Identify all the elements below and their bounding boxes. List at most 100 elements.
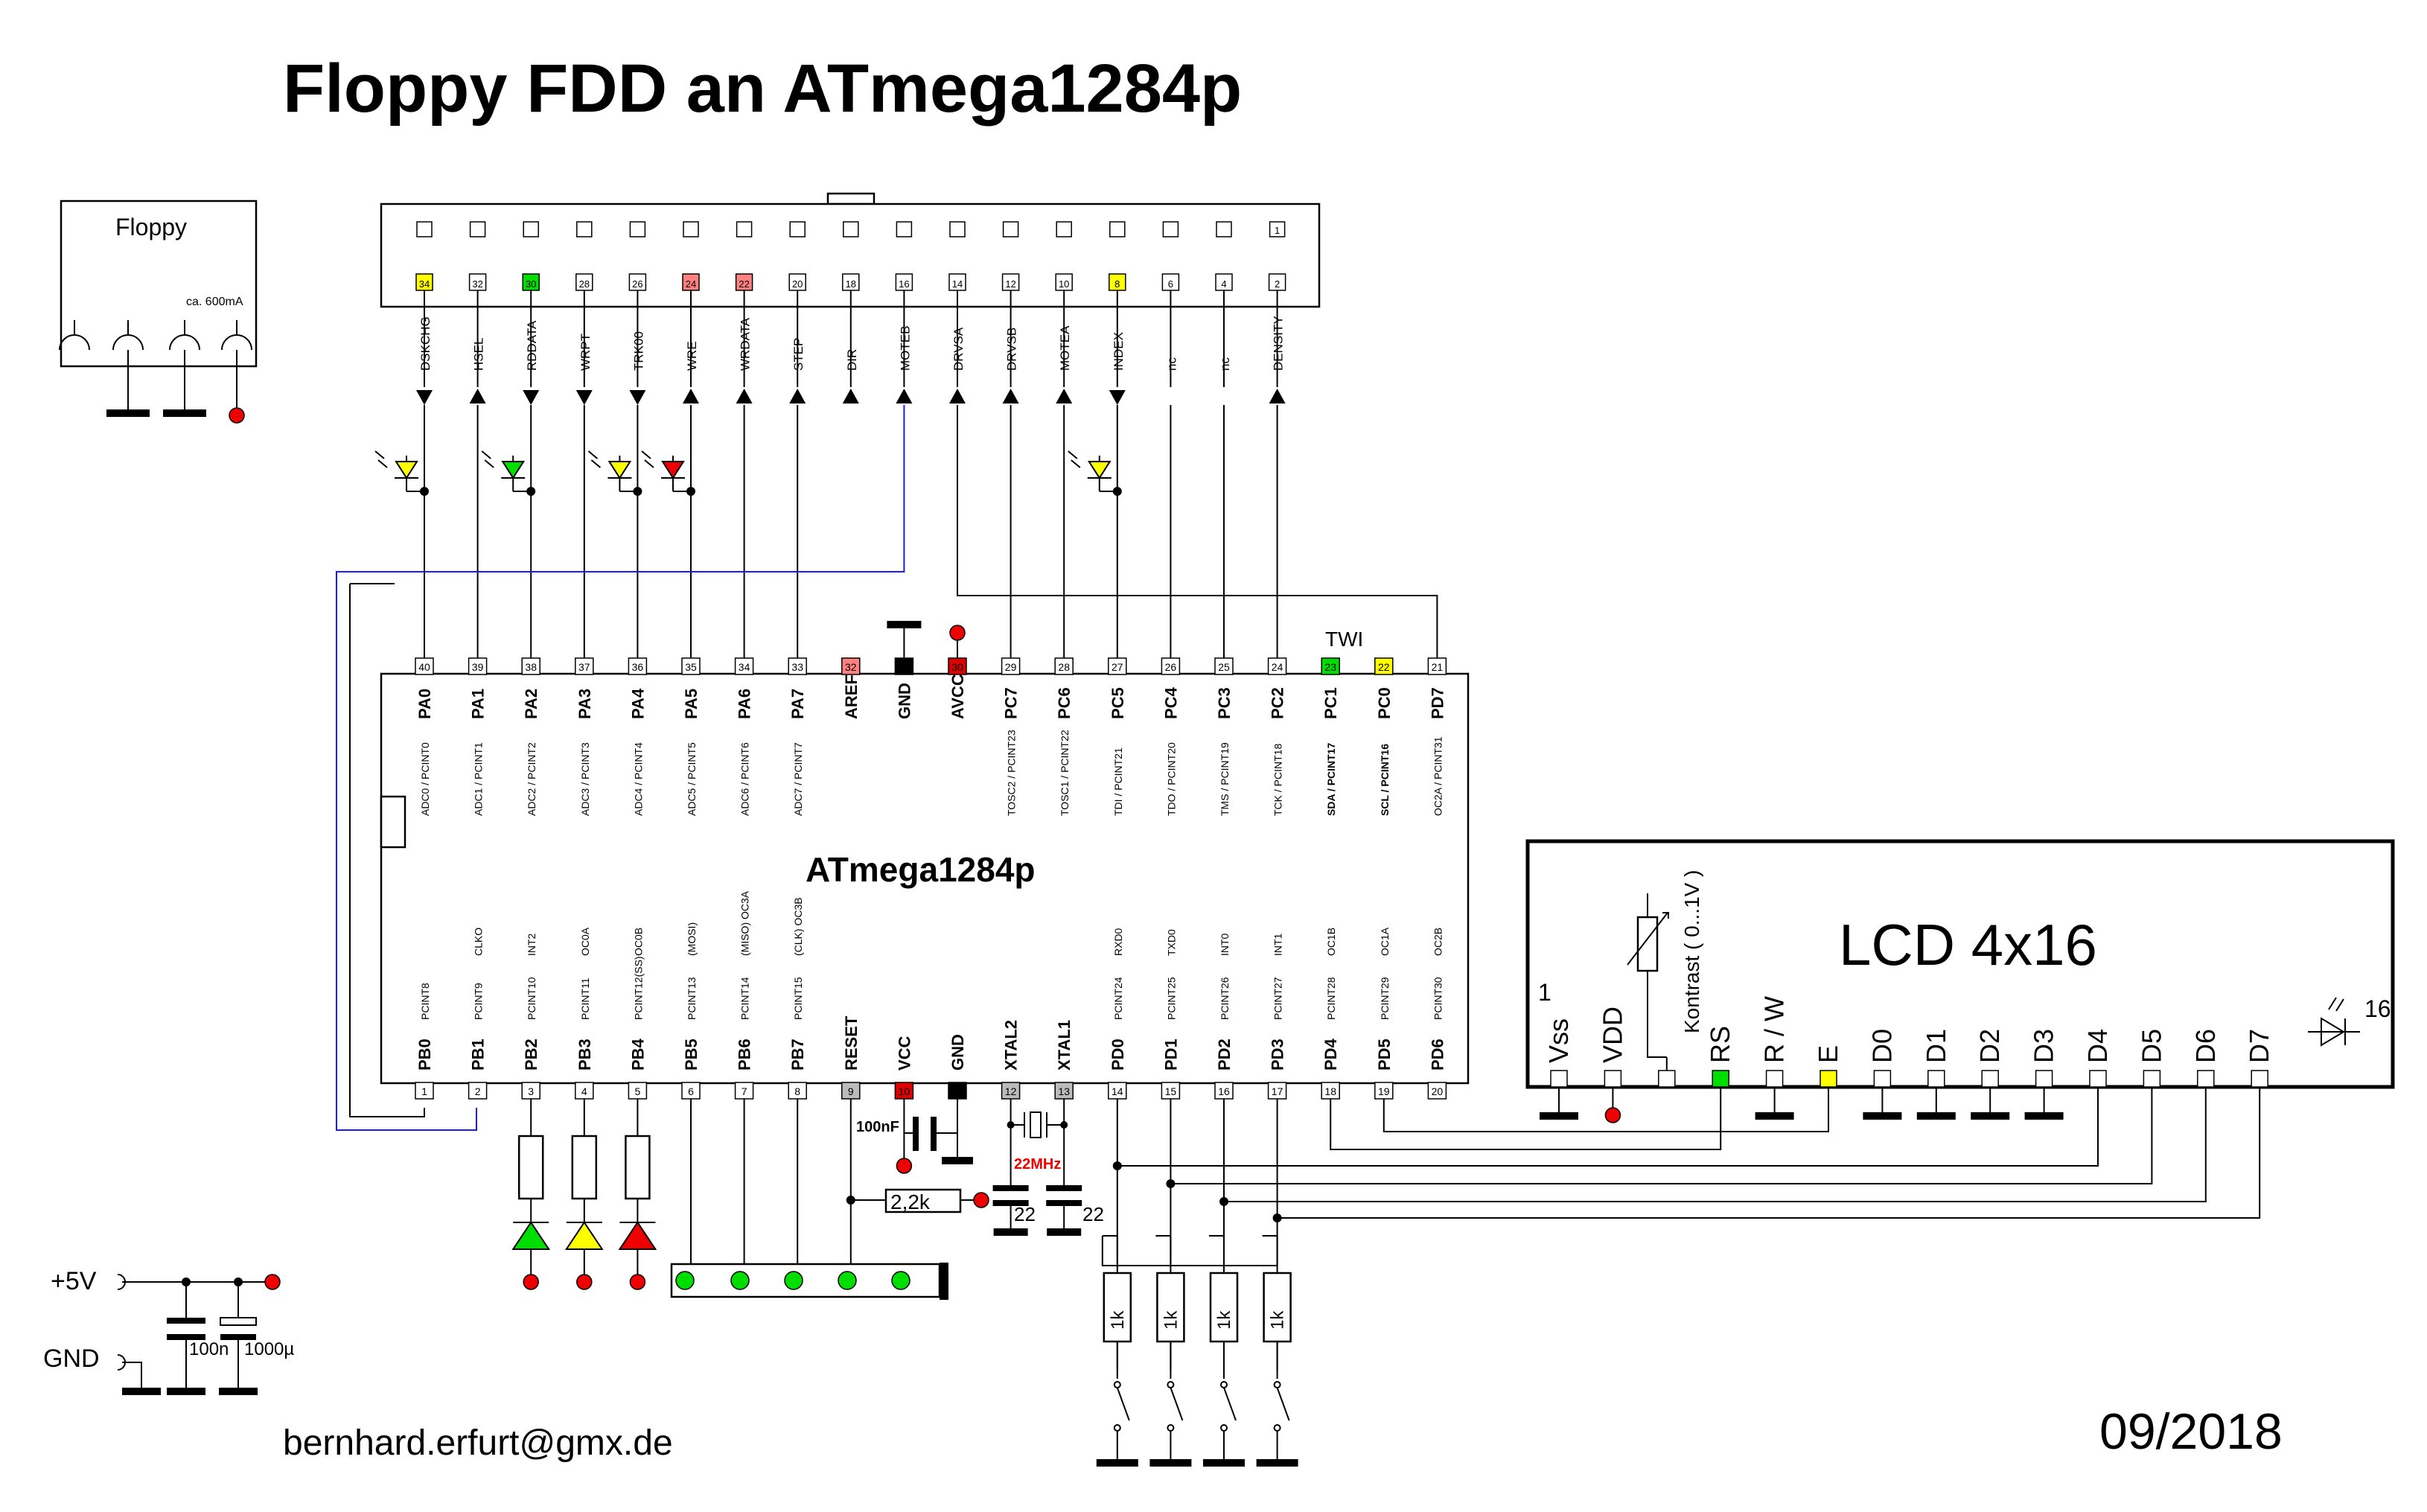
isp-pin-icon — [891, 1271, 910, 1290]
junction-dot — [1272, 1213, 1282, 1222]
mcu-pin-number: 36 — [632, 661, 644, 673]
mcu-pin-alt2: OC0A — [579, 927, 591, 956]
mcu-pin-name: PC3 — [1215, 687, 1234, 719]
junction-dot — [633, 487, 642, 496]
button-contact — [1220, 1424, 1228, 1432]
lcd-pin-name: E — [1813, 1045, 1843, 1063]
power-supply: +5V GND 100n 1000µ — [43, 1267, 294, 1373]
supply-terminal-icon — [117, 1274, 126, 1290]
mcu-pin — [1427, 1082, 1447, 1100]
connector-pin-number: 18 — [846, 278, 856, 290]
signal-in-arrow-icon — [842, 389, 859, 403]
mcu-pin-number: 34 — [739, 661, 750, 673]
mcu-pin-name: PD3 — [1269, 1039, 1287, 1071]
ground-symbol-icon — [1863, 1112, 1902, 1120]
supply-vcc-icon — [264, 1274, 281, 1290]
led-light-icon — [641, 450, 654, 468]
mcu-pin-name: PC4 — [1161, 686, 1180, 719]
mcu-pin-alt2: INT1 — [1272, 933, 1284, 956]
mcu-pin-number: 14 — [1112, 1085, 1123, 1097]
pullup-label: 1k — [1161, 1310, 1181, 1330]
isp-pin-icon — [784, 1271, 803, 1290]
mcu-pin-alt: PCINT14 — [739, 977, 751, 1020]
mcu-pin-number: 28 — [1058, 661, 1070, 673]
mcu-pin-name: PC5 — [1109, 687, 1127, 719]
pullup-resistor-icon — [1263, 1272, 1292, 1343]
connector-signal-label: DRVSA — [951, 327, 966, 371]
connector-signal-label: DSKCHG — [418, 316, 433, 371]
connector-pin-number: 16 — [899, 278, 909, 290]
button-contact — [1220, 1381, 1228, 1388]
floppy-current-label: ca. 600mA — [186, 296, 243, 308]
ground-symbol-icon — [942, 1157, 973, 1164]
cap-plate — [992, 1185, 1029, 1191]
junction-dot — [1112, 1161, 1122, 1170]
mcu-pin — [1321, 657, 1340, 675]
connector-pin-number: 10 — [1059, 278, 1069, 290]
floppy-power-connector: Floppy ca. 600mA — [59, 200, 258, 368]
ground-symbol-icon — [940, 1263, 948, 1300]
mcu-pin-name: PD7 — [1428, 687, 1447, 719]
lcd-pin-last: 16 — [2364, 995, 2391, 1022]
lcd-pin-name: D4 — [2082, 1029, 2113, 1063]
connector-odd-pin — [1056, 221, 1072, 237]
ground-symbol-icon — [219, 1388, 258, 1395]
mcu-pin-name: PC0 — [1375, 687, 1394, 719]
connector-pin-number: 14 — [952, 278, 963, 290]
signal-in-arrow-icon — [469, 389, 486, 403]
ground-symbol-icon — [1971, 1112, 2010, 1120]
mcu-pin-alt: ADC5 / PCINT5 — [686, 742, 698, 816]
mcu-pin-number: 9 — [848, 1085, 854, 1097]
mcu-pin-alt: PCINT28 — [1325, 977, 1337, 1020]
gnd-wire — [122, 1362, 142, 1389]
ground-symbol-icon — [1916, 1112, 1956, 1120]
mcu-pin-name: PC7 — [1002, 687, 1021, 719]
mcu-pin-alt2: OC0B — [632, 928, 644, 956]
lcd-pin — [1765, 1070, 1784, 1088]
mcu-pin-alt: TDI / PCINT21 — [1112, 747, 1124, 816]
mcu-pin-name: PD5 — [1375, 1039, 1394, 1071]
connector-pin-number: 34 — [419, 278, 430, 290]
signal-out-arrow-icon — [575, 390, 593, 405]
connector-pin-number: 2 — [1275, 278, 1280, 290]
ground-symbol-icon — [167, 1388, 205, 1395]
isp-pin-icon — [838, 1271, 857, 1290]
ground-symbol-icon — [887, 621, 922, 628]
mcu-pin-number: 20 — [1432, 1085, 1444, 1097]
mcu-pin-alt: PCINT30 — [1432, 977, 1444, 1020]
lcd-title: LCD 4x16 — [1839, 912, 2097, 977]
mcu-pin-name: XTAL1 — [1055, 1020, 1074, 1071]
reset-resistor-label: 2,2k — [890, 1190, 931, 1213]
mcu-pin-alt2: INT2 — [526, 933, 538, 956]
mcu-pin-name: PD1 — [1161, 1039, 1180, 1071]
connector-pin-number: 24 — [686, 278, 696, 290]
connector-pin-number: 26 — [632, 278, 642, 290]
connector-odd-pin — [683, 221, 699, 237]
connector-signal-label: WRDATA — [739, 317, 753, 371]
pullup-label: 1k — [1214, 1310, 1234, 1330]
cap-plate — [913, 1117, 919, 1151]
button-contact — [1113, 1381, 1121, 1388]
mcu-pin-name: RESET — [842, 1015, 861, 1071]
mcu-pin-alt: PCINT12(SS) — [632, 956, 644, 1020]
cap-plate — [992, 1200, 1029, 1206]
junction-dot — [182, 1277, 191, 1286]
ground-symbol-icon — [1203, 1459, 1245, 1467]
signal-out-arrow-icon — [416, 390, 433, 405]
mcu-pin-alt: ADC0 / PCINT0 — [419, 742, 431, 816]
mcu-pin-name: PC1 — [1321, 687, 1340, 719]
connector-pin-number: 8 — [1114, 278, 1120, 290]
mcu-pin-alt: TCK / PCINT18 — [1272, 744, 1284, 816]
mcu-pin-alt: ADC7 / PCINT7 — [792, 742, 804, 816]
lcd-pin-name: VDD — [1597, 1007, 1627, 1063]
mcu-pin-name: PD2 — [1215, 1039, 1234, 1071]
mcu-pin-number: 1 — [421, 1085, 427, 1097]
cap-plate — [220, 1334, 256, 1340]
button-lever-icon — [1223, 1387, 1237, 1421]
junction-dot — [846, 1196, 855, 1205]
ground-symbol-icon — [122, 1388, 161, 1395]
ground-symbol-icon — [1047, 1228, 1082, 1236]
connector-odd-pin — [469, 221, 486, 237]
